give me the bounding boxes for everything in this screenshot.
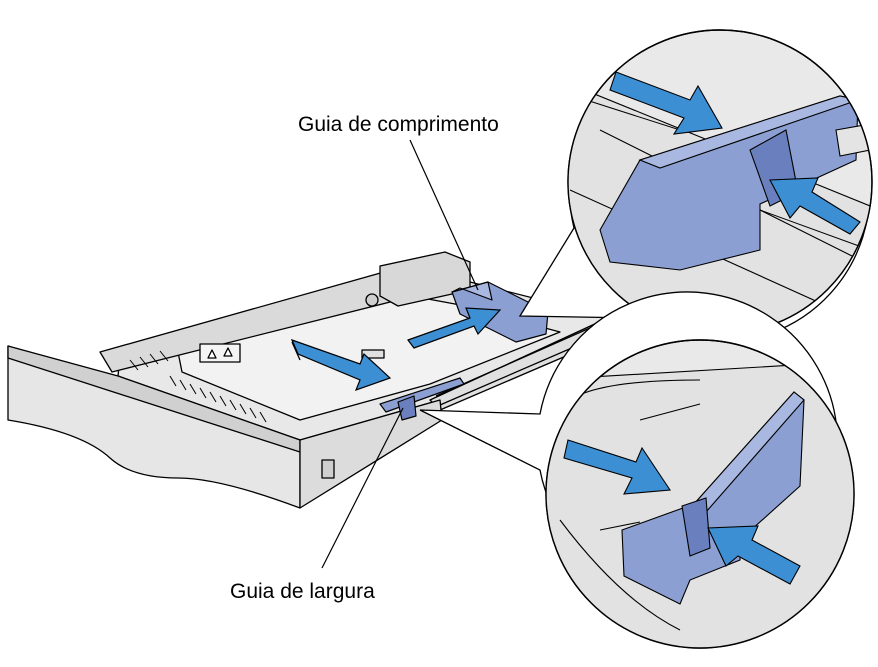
length-guide-detail-bubble (518, 29, 873, 343)
width-guide[interactable] (379, 377, 465, 421)
arrow-icon (290, 307, 502, 392)
gear-rack (579, 97, 871, 251)
tray-ribs (129, 350, 267, 423)
width-guide-detail-bubble (419, 291, 855, 649)
rail-line (435, 319, 609, 397)
floor-notch (361, 349, 385, 359)
width-guide-label: Guia de largura (230, 580, 375, 603)
arrow-icon (563, 439, 671, 495)
arrow-icon (609, 71, 723, 135)
arrow-icon (769, 177, 861, 235)
leader-line-width (321, 407, 404, 569)
tray-front-face (7, 345, 301, 509)
floor-line (291, 341, 301, 361)
leader-line-length (409, 139, 479, 291)
length-guide-label: Guia de comprimento (298, 113, 499, 136)
arrow-icon (707, 525, 801, 585)
up-arrow-icon (199, 343, 241, 363)
paper-tray (7, 251, 626, 509)
tray-pivot-circle (365, 293, 379, 307)
tray-slot (321, 459, 335, 479)
